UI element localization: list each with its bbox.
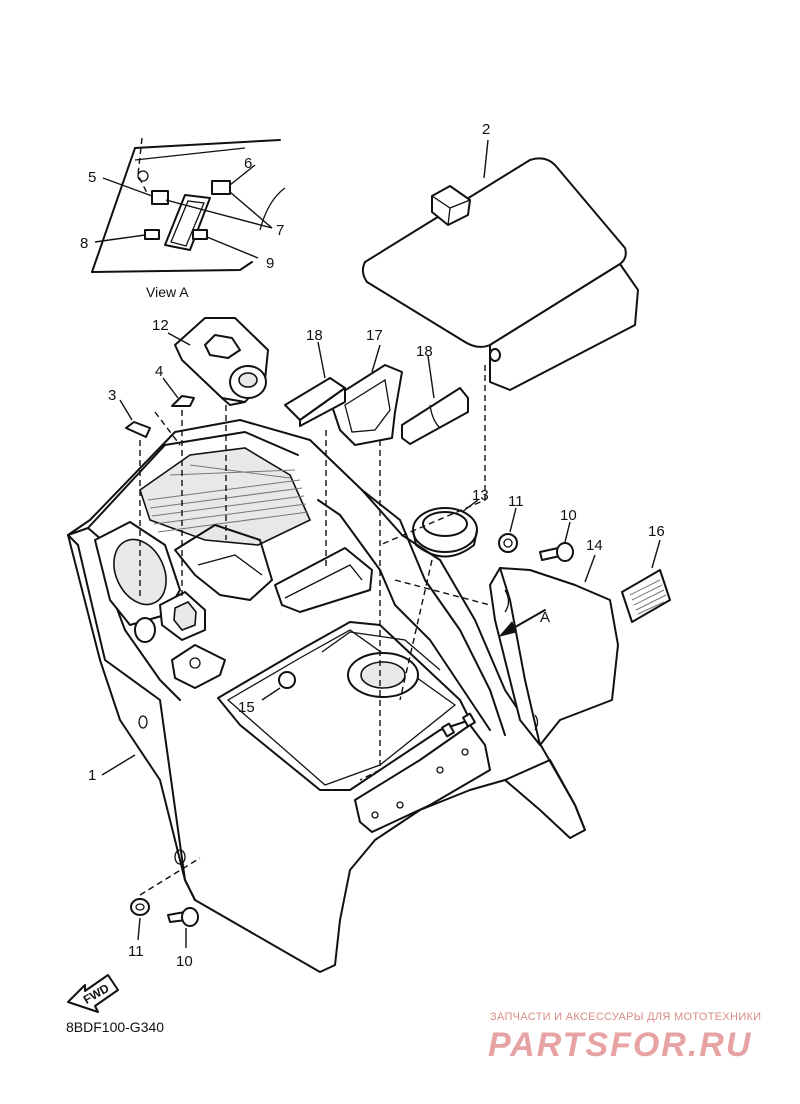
callout-6: 6: [244, 155, 252, 172]
callout-17: 17: [366, 327, 383, 344]
callout-4: 4: [155, 363, 163, 380]
callout-11-upper: 11: [508, 493, 524, 510]
watermark-tagline: ЗАПЧАСТИ И АКСЕССУАРЫ ДЛЯ МОТОТЕХНИКИ: [490, 1011, 761, 1023]
callout-11-lower: 11: [128, 943, 144, 960]
view-a-label: View A: [146, 284, 189, 300]
assembly-lines: [139, 365, 491, 896]
part-14-panel: [489, 554, 619, 746]
part-11-nut-upper: [498, 507, 518, 553]
callout-15: 15: [238, 699, 255, 716]
fwd-arrow-icon: FWD: [67, 974, 119, 1013]
part-16-label: [621, 539, 671, 623]
part-12-cover: [167, 317, 269, 406]
callout-2: 2: [482, 121, 490, 138]
diagram-code: 8BDF100-G340: [66, 1019, 164, 1035]
callout-3: 3: [108, 387, 116, 404]
part-4-clip: [162, 377, 195, 407]
callout-10-lower: 10: [176, 953, 193, 970]
watermark: ЗАПЧАСТИ И АКСЕССУАРЫ ДЛЯ МОТОТЕХНИКИ PA…: [488, 1011, 761, 1064]
part-15-plug: [261, 671, 296, 701]
part-18-left-pad: [284, 341, 346, 427]
callout-5: 5: [88, 169, 96, 186]
part-10-screw-lower: [167, 907, 199, 948]
view-a-arrow: [498, 609, 546, 637]
callout-1: 1: [88, 767, 96, 784]
decal-9: [192, 229, 208, 240]
arrow-a-label: A: [540, 609, 550, 626]
part-11-nut-lower: [130, 898, 150, 941]
part-2-lid: [361, 139, 639, 391]
callout-7: 7: [276, 222, 284, 239]
part-17-bracket: [329, 344, 403, 446]
callout-9: 9: [266, 255, 274, 272]
callout-14: 14: [586, 537, 603, 554]
callout-10-upper: 10: [560, 507, 577, 524]
callout-13: 13: [472, 487, 489, 504]
decal-5: [151, 190, 169, 205]
part-3-clip: [119, 399, 151, 438]
callout-12: 12: [152, 317, 169, 334]
callout-18-right: 18: [416, 343, 433, 360]
watermark-brand: PARTSFOR.RU: [488, 1026, 752, 1064]
part-18-right-pad: [401, 355, 469, 445]
callout-16: 16: [648, 523, 665, 540]
part-13-grommet: [412, 499, 479, 558]
decal-8: [144, 229, 160, 240]
decal-6: [211, 180, 231, 195]
part-10-screw-upper: [539, 521, 574, 562]
callouts: 2 6 5 7 8 9 View A 12 18 17 18 4 3 13 11…: [66, 121, 665, 1035]
view-a-inset: [91, 137, 286, 273]
callout-8: 8: [80, 235, 88, 252]
callout-18-left: 18: [306, 327, 323, 344]
